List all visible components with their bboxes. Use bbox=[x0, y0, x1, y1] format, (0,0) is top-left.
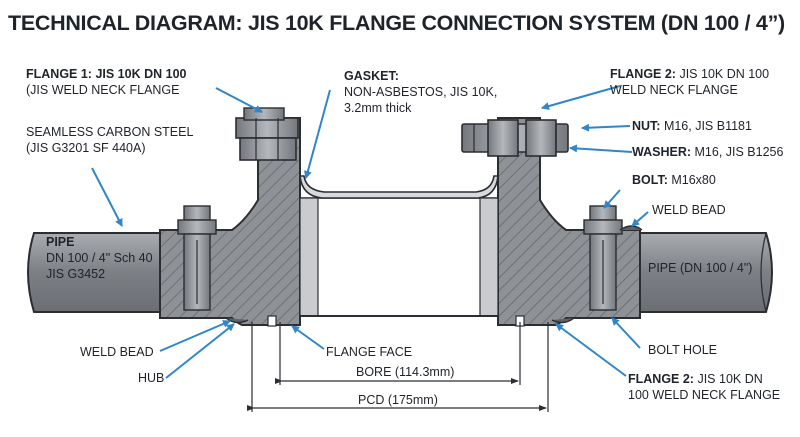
flange1-heading: FLANGE 1: JIS 10K DN 100 bbox=[26, 67, 187, 81]
label-washer: WASHER: M16, JIS B1256 bbox=[632, 145, 783, 159]
label-pipe-right: PIPE (DN 100 / 4") bbox=[648, 261, 752, 275]
label-gasket: GASKET: NON-ASBESTOS, JIS 10K, 3.2mm thi… bbox=[344, 69, 497, 115]
weld-bead-right-lower bbox=[551, 317, 575, 324]
side-bolt-right bbox=[583, 205, 623, 311]
label-weld-bead-right: WELD BEAD bbox=[652, 203, 726, 217]
label-flange-1: FLANGE 1: JIS 10K DN 100 (JIS WELD NECK … bbox=[26, 67, 187, 97]
flange2-top-heading: FLANGE 2: JIS 10K DN 100 bbox=[610, 67, 769, 81]
seamless-line1: SEAMLESS CARBON STEEL bbox=[26, 125, 193, 139]
pipe-left-heading: PIPE bbox=[46, 235, 75, 249]
flange1-sub: (JIS WELD NECK FLANGE bbox=[26, 83, 180, 97]
bolt-hole-left bbox=[267, 315, 277, 327]
label-flange-face: FLANGE FACE bbox=[326, 345, 412, 359]
label-pcd: PCD (175mm) bbox=[358, 393, 438, 407]
flange2-bottom-sub: 100 WELD NECK FLANGE bbox=[628, 388, 780, 402]
gasket-line2: 3.2mm thick bbox=[344, 101, 412, 115]
side-bolt-left bbox=[177, 205, 217, 311]
page-title: TECHNICAL DIAGRAM: JIS 10K FLANGE CONNEC… bbox=[8, 11, 785, 35]
label-flange-2-bottom: FLANGE 2: JIS 10K DN 100 WELD NECK FLANG… bbox=[628, 372, 780, 402]
top-bolt-right bbox=[461, 119, 569, 157]
label-weld-bead-left: WELD BEAD bbox=[80, 345, 154, 359]
flange2-bottom-heading: FLANGE 2: JIS 10K DN bbox=[628, 372, 763, 386]
gasket-heading: GASKET: bbox=[344, 69, 399, 83]
top-bolt-left bbox=[235, 107, 299, 161]
label-bolt: BOLT: M16x80 bbox=[632, 173, 716, 187]
seamless-line2: (JIS G3201 SF 440A) bbox=[26, 141, 146, 155]
label-flange-2-top: FLANGE 2: JIS 10K DN 100 WELD NECK FLANG… bbox=[610, 67, 769, 97]
pipe-left-line2: JIS G3452 bbox=[46, 267, 105, 281]
label-pipe-left: PIPE DN 100 / 4" Sch 40 JIS G3452 bbox=[46, 235, 153, 281]
bore-channel bbox=[299, 197, 499, 317]
label-bore: BORE (114.3mm) bbox=[356, 365, 454, 379]
leader-lines bbox=[91, 85, 649, 379]
reference-lines bbox=[251, 322, 549, 412]
gasket-line1: NON-ASBESTOS, JIS 10K, bbox=[344, 85, 497, 99]
flange2-top-sub: WELD NECK FLANGE bbox=[610, 83, 738, 97]
weld-bead-right bbox=[619, 225, 643, 231]
label-hub: HUB bbox=[138, 371, 164, 385]
pipe-left-line1: DN 100 / 4" Sch 40 bbox=[46, 251, 153, 265]
weld-bead-left bbox=[225, 317, 249, 324]
label-bolt-hole: BOLT HOLE bbox=[648, 343, 717, 357]
gasket bbox=[299, 175, 499, 199]
label-nut: NUT: M16, JIS B1181 bbox=[632, 119, 752, 133]
label-seamless-steel: SEAMLESS CARBON STEEL (JIS G3201 SF 440A… bbox=[26, 125, 193, 155]
